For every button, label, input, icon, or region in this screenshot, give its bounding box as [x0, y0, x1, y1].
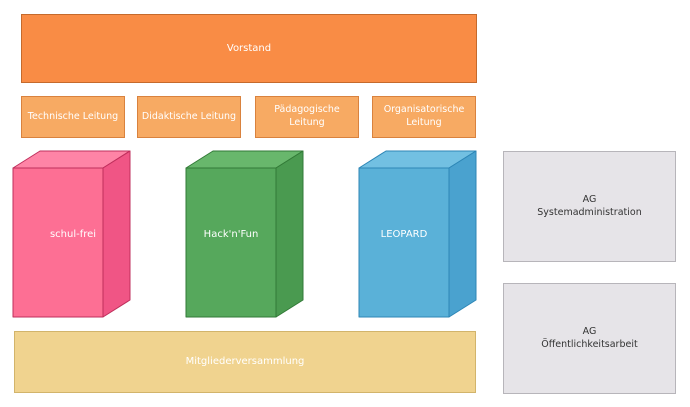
paedagogische-leitung-label-line-1: Pädagogische — [274, 104, 340, 116]
ag-oeffentlichkeitsarbeit-box: AG Öffentlichkeitsarbeit — [503, 283, 676, 394]
hack-n-fun-cube-side — [275, 150, 304, 318]
hack-n-fun-cube — [185, 150, 304, 318]
ag-systemadministration-label-line-2: Systemadministration — [537, 206, 642, 218]
ag-systemadministration-label-line-1: AG — [582, 193, 597, 205]
ag-oeffentlichkeitsarbeit-label-line-2: Öffentlichkeitsarbeit — [541, 338, 638, 350]
hack-n-fun-label: Hack'n'Fun — [203, 229, 259, 240]
organisatorische-leitung-label-line-1: Organisatorische — [383, 104, 465, 116]
schul-frei-cube-front — [12, 167, 104, 318]
leopard-cube-side — [448, 150, 477, 318]
vorstand-box: Vorstand — [21, 14, 477, 83]
hack-n-fun-cube-front — [185, 167, 277, 318]
technische-leitung-box: Technische Leitung — [21, 96, 125, 138]
paedagogische-leitung-label-line-2: Leitung — [289, 117, 325, 128]
didaktische-leitung-box: Didaktische Leitung — [137, 96, 241, 138]
organisatorische-leitung-label-line-2: Leitung — [406, 117, 442, 128]
ag-systemadministration-box: AG Systemadministration — [503, 151, 676, 262]
mitgliederversammlung-box: Mitgliederversammlung — [14, 331, 476, 393]
leopard-label: LEOPARD — [380, 229, 428, 240]
leopard-cube-front — [358, 167, 450, 318]
schul-frei-cube — [12, 150, 131, 318]
schul-frei-label: schul-frei — [49, 229, 97, 240]
organisatorische-leitung-box: Organisatorische Leitung — [372, 96, 476, 138]
didaktische-leitung-label: Didaktische Leitung — [141, 110, 237, 122]
paedagogische-leitung-box: Pädagogische Leitung — [255, 96, 359, 138]
technische-leitung-label: Technische Leitung — [27, 110, 119, 122]
leopard-cube — [358, 150, 477, 318]
mitgliederversammlung-label: Mitgliederversammlung — [185, 356, 305, 368]
vorstand-label: Vorstand — [226, 42, 272, 54]
ag-oeffentlichkeitsarbeit-label-line-1: AG — [582, 325, 597, 337]
